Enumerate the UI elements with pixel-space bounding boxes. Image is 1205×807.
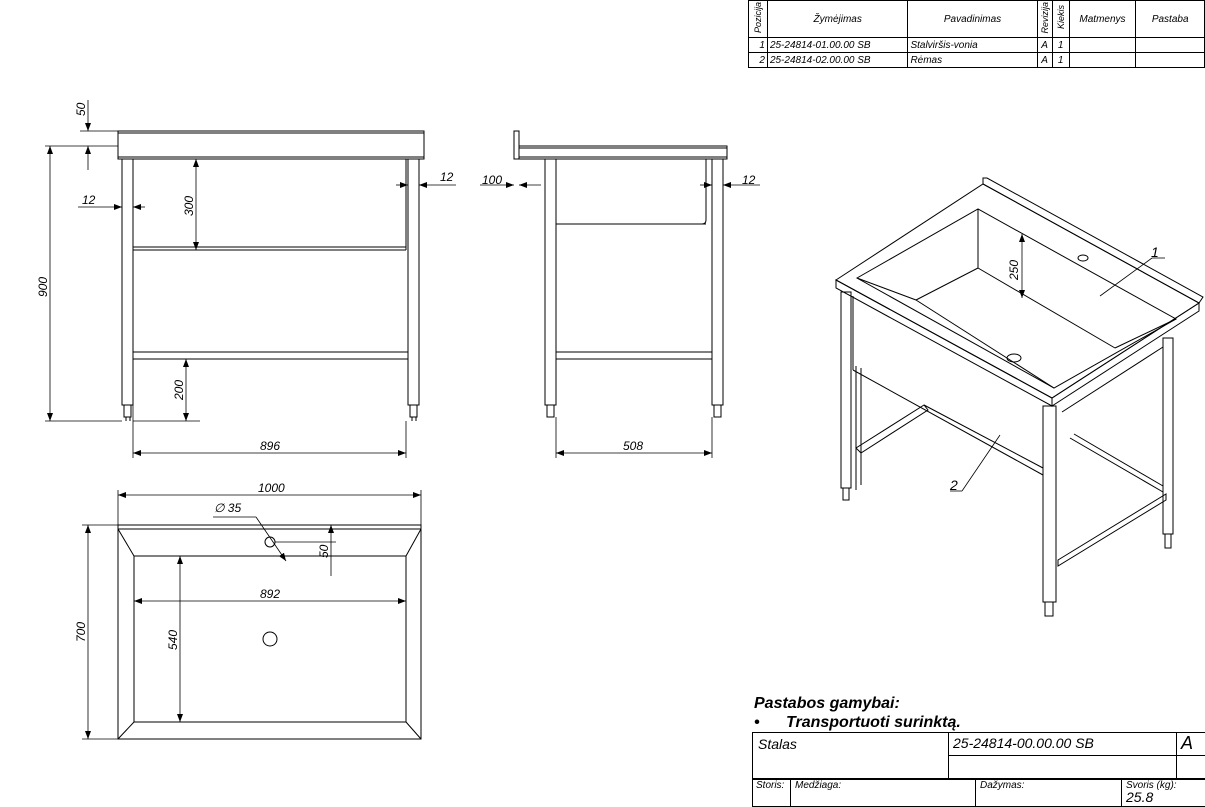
iso-shelf-left [855, 404, 929, 454]
front-view [117, 130, 425, 421]
dim-front-leg-right: 12 [440, 170, 454, 184]
top-outer-rim [117, 524, 422, 740]
notes-title: Pastabos gamybai: [754, 695, 900, 712]
dim-front-basin-depth: 300 [182, 196, 196, 216]
side-backsplash [513, 130, 520, 160]
bom-row-note [1135, 52, 1205, 68]
bom-row-quantity: 1 [1051, 52, 1070, 68]
top-view [117, 524, 422, 740]
dim-hole-diameter: ∅ 35 [214, 501, 241, 515]
iso-leg-front-right [1042, 405, 1057, 603]
front-leg-right [407, 158, 420, 406]
title-block: Stalas 25-24814-00.00.00 SB A Storis: Me… [752, 732, 1205, 807]
dim-front-height: 900 [36, 277, 50, 297]
title-block-weight-label: Svoris (kg): [1126, 780, 1177, 791]
dim-side-width: 508 [623, 439, 643, 453]
title-block-material-label: Medžiaga: [791, 779, 976, 807]
dim-front-leg-left: 12 [82, 193, 96, 207]
top-dimensions [82, 490, 422, 740]
notes-item: • Transportuoti surinktą. [754, 713, 961, 732]
bom-row: 1 25-24814-01.00.00 SB Stalviršis-vonia … [748, 37, 1205, 53]
bom-header-note: Pastaba [1135, 0, 1205, 38]
title-block-paint-label: Dažymas: [976, 779, 1122, 807]
iso-drain-hole [1006, 353, 1022, 363]
dim-front-shelf-height: 200 [172, 380, 186, 401]
side-leg-right [711, 158, 724, 406]
bill-of-materials: Pozicija Žymėjimas Pavadinimas Revizija … [748, 0, 1205, 68]
iso-backsplash [982, 177, 1204, 304]
dim-top-inner-width: 540 [166, 630, 180, 650]
dim-side-backsplash: 100 [482, 173, 502, 187]
title-block-code: 25-24814-00.00.00 SB [949, 733, 1177, 756]
notes-bullet: • [754, 714, 760, 731]
isometric-view [835, 177, 1204, 617]
front-dimensions [45, 100, 456, 458]
dim-front-width: 896 [260, 439, 280, 453]
dim-iso-depth: 250 [1007, 260, 1021, 281]
dim-top-length: 1000 [258, 481, 285, 495]
iso-annotations [950, 234, 1165, 492]
title-block-name: Stalas [753, 733, 949, 779]
iso-shelf-front [1057, 493, 1167, 567]
iso-basin-opening [855, 208, 1178, 389]
bom-header-row: Pozicija Žymėjimas Pavadinimas Revizija … [748, 0, 1205, 38]
dim-top-width: 700 [74, 622, 88, 642]
bom-header-code: Žymėjimas [766, 0, 909, 38]
front-top-slab [117, 130, 425, 160]
dim-top-thickness: 50 [74, 102, 88, 116]
top-drain-hole [262, 631, 278, 647]
bom-row-revision: A [1036, 52, 1053, 68]
title-block-thickness-label: Storis: [753, 779, 791, 807]
title-block-weight: Svoris (kg): 25.8 [1122, 779, 1205, 807]
callout-part-2: 2 [949, 477, 958, 493]
bom-row: 2 25-24814-02.00.00 SB Rėmas A 1 [748, 52, 1205, 68]
title-block-revision: A [1177, 733, 1205, 756]
title-block-weight-value: 25.8 [1126, 789, 1154, 805]
iso-leg-back-right [1162, 337, 1174, 535]
notes-item-text: Transportuoti surinktą. [786, 714, 961, 731]
iso-leg-front-left [840, 291, 852, 489]
bom-header-dimensions: Matmenys [1068, 0, 1137, 38]
side-leg-left [544, 158, 557, 406]
front-leg-left [121, 158, 134, 406]
bom-header-name: Pavadinimas [907, 0, 1038, 38]
bom-row-position: 2 [748, 52, 768, 68]
dim-side-leg: 12 [742, 173, 756, 187]
bom-row-dimensions [1068, 52, 1137, 68]
front-shelf [132, 351, 409, 360]
iso-tap-hole [1077, 254, 1089, 262]
callout-part-1: 1 [1151, 244, 1159, 260]
dim-top-inner-length: 892 [260, 587, 280, 601]
manufacturing-notes: Pastabos gamybai: • Transportuoti surinkt… [754, 694, 961, 732]
bom-row-name: Rėmas [907, 52, 1038, 68]
dim-hole-offset: 50 [317, 544, 331, 558]
side-view [513, 130, 728, 418]
bom-row-revision: A [1036, 37, 1053, 53]
top-basin [133, 555, 407, 723]
side-top-slab [518, 145, 728, 160]
side-shelf [555, 351, 713, 360]
side-dimensions [480, 182, 760, 458]
